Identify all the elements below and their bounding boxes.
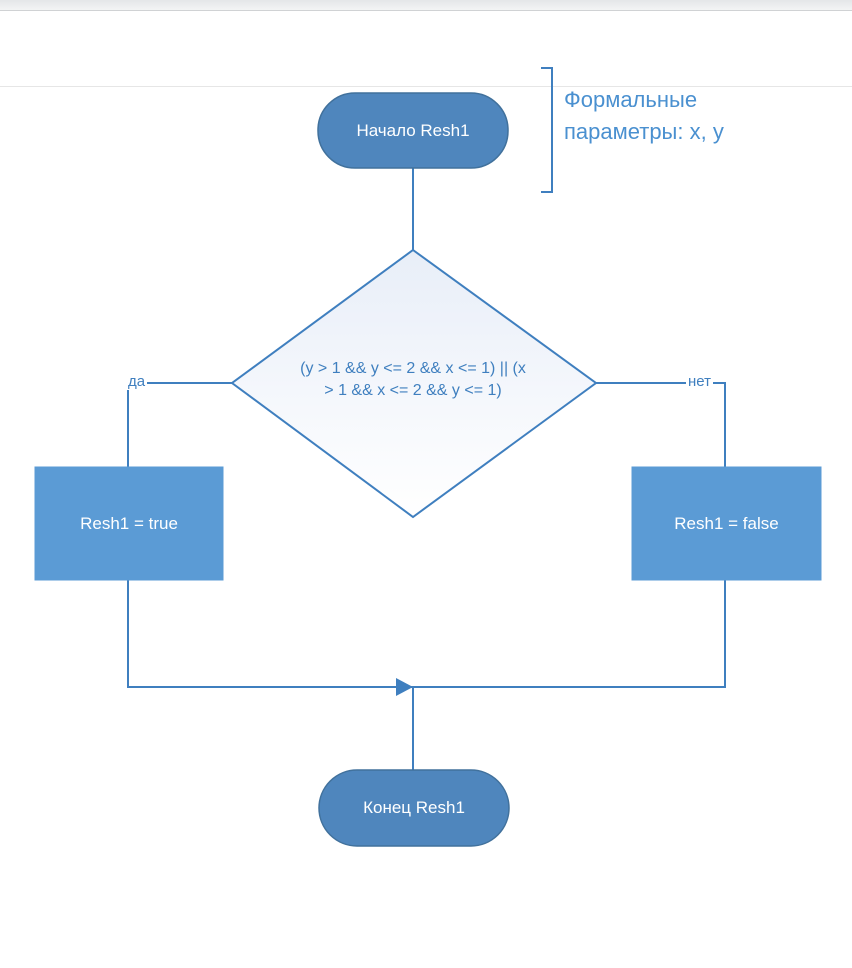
decision-line-2: > 1 && x <= 2 && y <= 1) <box>324 382 502 399</box>
no-branch-label: нет <box>686 373 713 390</box>
end-label: Конец Resh1 <box>363 798 465 817</box>
comment-bracket <box>541 67 553 193</box>
end-terminator <box>318 769 510 847</box>
no-process-box <box>631 466 822 581</box>
yes-process-label: Resh1 = true <box>80 513 178 533</box>
connector-decision-to-yes <box>127 382 232 467</box>
page-boundary-line <box>0 86 852 87</box>
decision-line-1: (y > 1 && y <= 2 && x <= 1) || (x <box>300 360 526 377</box>
yes-branch-label: да <box>126 373 148 390</box>
connector-yes-to-merge <box>127 580 413 688</box>
merge-arrow-icon <box>396 678 413 696</box>
no-process-label: Resh1 = false <box>674 513 779 533</box>
connector-decision-to-no <box>596 382 726 467</box>
connector-no-to-merge <box>413 580 726 688</box>
window-top-strip <box>0 0 852 11</box>
comment-text: Формальные параметры: x, y <box>564 87 724 144</box>
start-label: Начало Resh1 <box>356 120 470 140</box>
decision-text: (y > 1 && y <= 2 && x <= 1) || (x > 1 &&… <box>250 358 576 402</box>
start-terminator <box>317 92 509 169</box>
decision-diamond <box>230 248 598 519</box>
yes-process-box <box>34 466 224 581</box>
